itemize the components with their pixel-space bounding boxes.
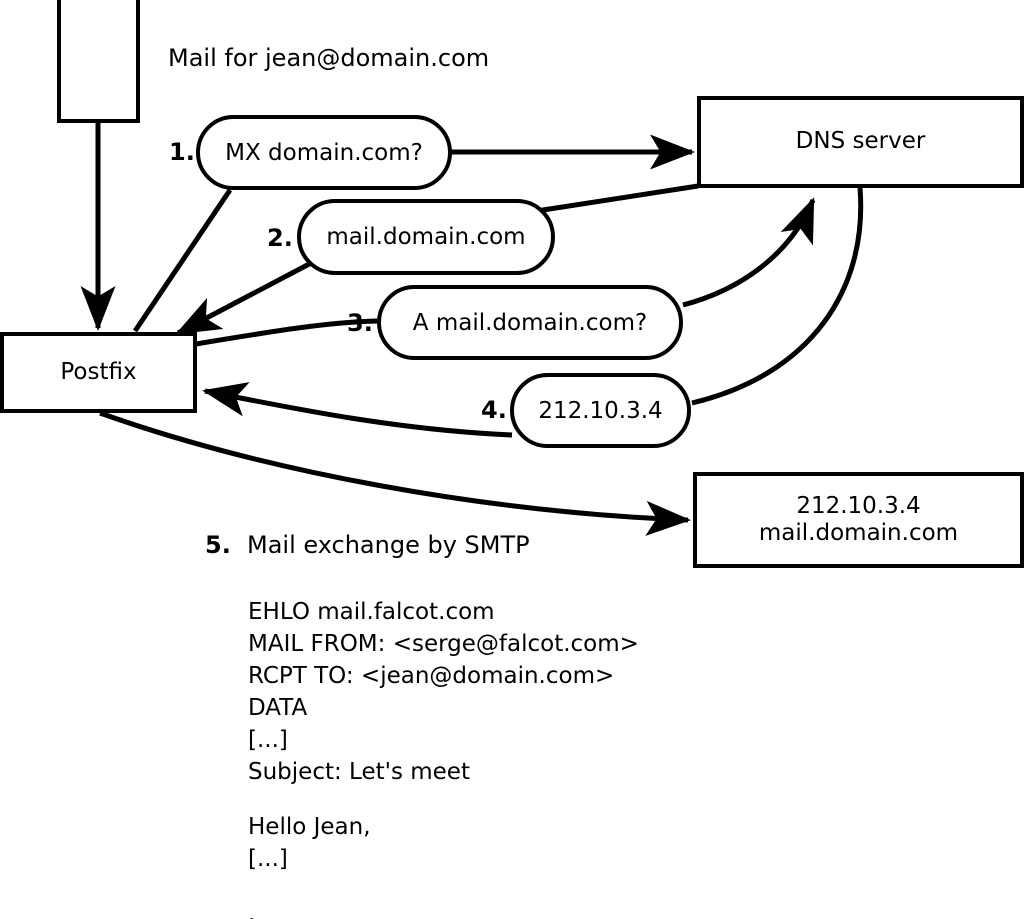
smtp-line: MAIL FROM: <serge@falcot.com> [248, 631, 639, 657]
step-5-number: 5. [205, 531, 231, 559]
smtp-transcript: EHLO mail.falcot.com MAIL FROM: <serge@f… [248, 596, 639, 919]
arrow-step3-to-dns [682, 197, 816, 308]
line-postfix-to-step1-bubble [132, 188, 233, 333]
target-mail-server-hostname: mail.domain.com [758, 520, 959, 546]
dns-server-node: DNS server [697, 96, 1024, 188]
step-3-number: 3. [347, 309, 373, 337]
step-4-bubble-label: 212.10.3.4 [538, 397, 663, 424]
dns-server-label: DNS server [795, 128, 926, 155]
target-mail-server-node: 212.10.3.4 mail.domain.com [693, 472, 1024, 568]
step-2-number: 2. [267, 224, 293, 252]
sender-client-box [57, 0, 140, 123]
step-1-number: 1. [169, 138, 195, 166]
line-dns-to-step4-bubble [691, 187, 864, 406]
step-3-bubble-label: A mail.domain.com? [412, 309, 648, 336]
mail-for-label: Mail for jean@domain.com [168, 44, 490, 72]
smtp-line: EHLO mail.falcot.com [248, 599, 495, 625]
smtp-line: DATA [248, 695, 308, 721]
smtp-line: . [248, 901, 256, 919]
arrow-step2-to-postfix [175, 259, 315, 336]
step-2-bubble-label: mail.domain.com [326, 224, 526, 250]
step-4-bubble: 212.10.3.4 [510, 373, 691, 448]
smtp-line: [...] [248, 727, 288, 753]
step-1-bubble: MX domain.com? [196, 115, 452, 190]
smtp-line: [...] [248, 846, 288, 872]
step-4-number: 4. [481, 396, 507, 424]
step-3-bubble: A mail.domain.com? [377, 285, 683, 360]
line-postfix-to-step3-bubble [195, 318, 379, 347]
smtp-line: RCPT TO: <jean@domain.com> [248, 663, 615, 689]
step-2-bubble: mail.domain.com [297, 199, 555, 275]
smtp-line: Subject: Let's meet [248, 759, 470, 785]
line-dns-to-step2-bubble [529, 183, 699, 215]
arrow-step4-to-postfix [202, 382, 513, 438]
postfix-node: Postfix [0, 332, 197, 413]
smtp-blank-line [248, 875, 639, 898]
postfix-label: Postfix [60, 358, 137, 385]
step-1-bubble-label: MX domain.com? [225, 139, 423, 166]
smtp-line: Hello Jean, [248, 814, 371, 840]
target-mail-server-ip: 212.10.3.4 [796, 492, 921, 519]
step-5-label: Mail exchange by SMTP [247, 531, 530, 559]
smtp-blank-line [248, 788, 639, 811]
arrow-postfix-to-target-server [99, 410, 691, 536]
